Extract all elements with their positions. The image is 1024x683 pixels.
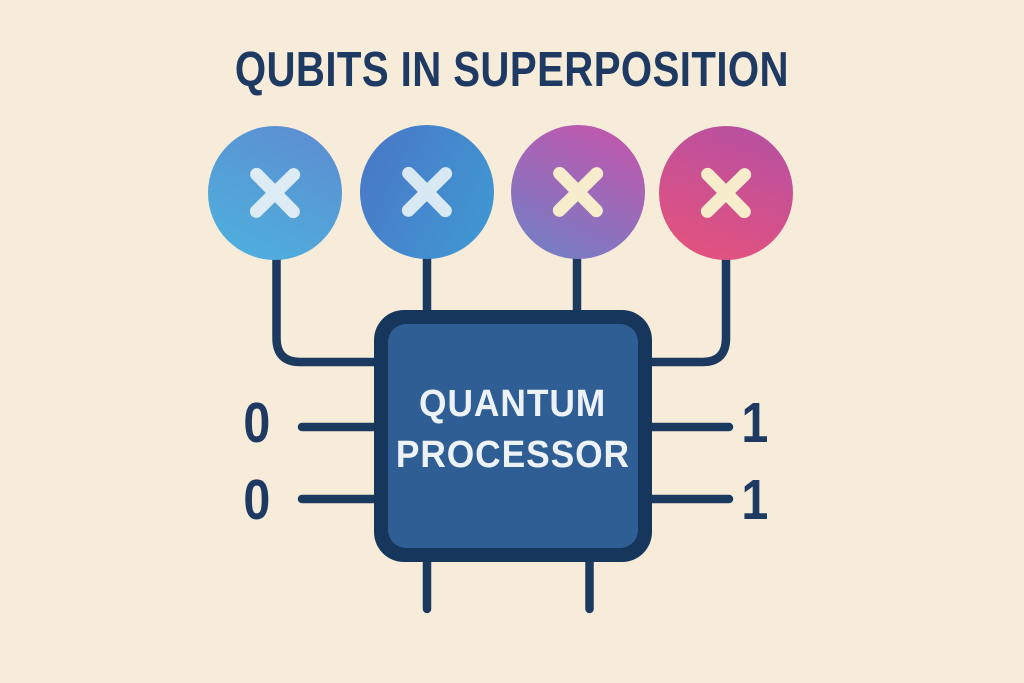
- x-icon: [249, 167, 301, 219]
- x-icon: [401, 166, 453, 218]
- page-title: QUBITS IN SUPERPOSITION: [0, 46, 1024, 95]
- right-bit-top-value: 1: [741, 390, 769, 455]
- right-bit-top: 1: [723, 394, 787, 452]
- right-bit-bottom-value: 1: [741, 467, 769, 532]
- x-icon: [700, 167, 752, 219]
- quantum-processor-body: QUANTUM PROCESSOR: [388, 324, 638, 548]
- processor-label-line1: QUANTUM: [419, 383, 607, 425]
- left-bit-bottom: 0: [225, 471, 289, 529]
- quantum-processor-chip: QUANTUM PROCESSOR: [374, 310, 652, 562]
- processor-label-line2: PROCESSOR: [395, 434, 631, 476]
- qubit-4-connector: [645, 245, 731, 367]
- qubit-circle-2: [360, 125, 494, 259]
- qubit-circle-4: [659, 126, 793, 260]
- qubit-circle-1: [208, 126, 342, 260]
- right-bit-bottom: 1: [723, 471, 787, 529]
- qubit-circle-3: [511, 125, 645, 259]
- left-bit-bottom-value: 0: [243, 467, 271, 532]
- left-bit-top-value: 0: [243, 390, 271, 455]
- x-icon: [552, 166, 604, 218]
- page-title-text: QUBITS IN SUPERPOSITION: [234, 43, 790, 97]
- left-bit-top: 0: [225, 394, 289, 452]
- qubit-1-connector: [272, 245, 381, 367]
